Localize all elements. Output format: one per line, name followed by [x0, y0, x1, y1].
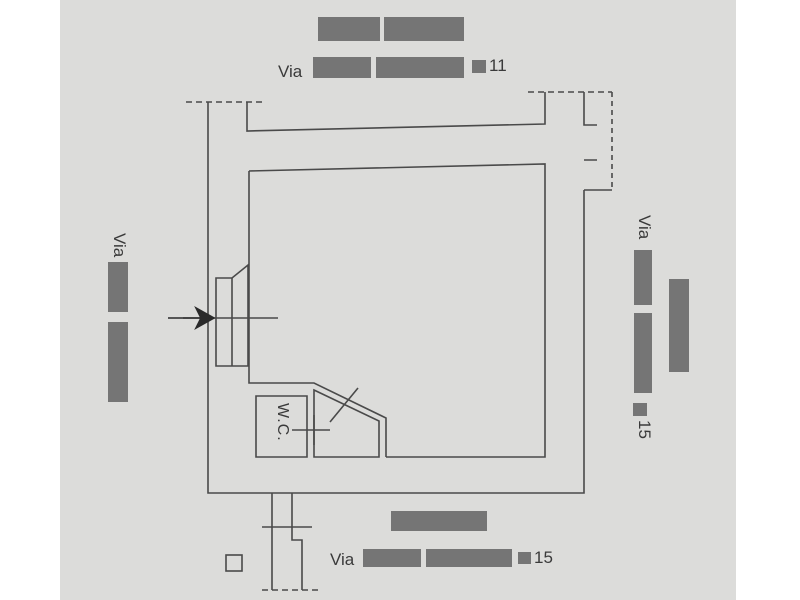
- redaction-block: [384, 17, 464, 41]
- bottom-street-via-label: Via: [330, 550, 355, 569]
- paper-sheet: [60, 0, 736, 600]
- redaction-block: [518, 552, 531, 564]
- top-street-via-label: Via: [278, 62, 303, 81]
- redaction-block: [634, 313, 652, 393]
- redaction-block: [633, 403, 647, 416]
- bottom-street-number: 15: [534, 548, 553, 567]
- right-street-number: 15: [635, 420, 654, 439]
- left-street-via-label: Via: [110, 233, 129, 258]
- redaction-block: [363, 549, 421, 567]
- redaction-block: [391, 511, 487, 531]
- redaction-block: [634, 250, 652, 305]
- bottom-corridor: [271, 493, 303, 590]
- top-street-number: 11: [489, 56, 507, 75]
- redaction-block: [108, 262, 128, 312]
- right-street-via-label: Via: [635, 215, 654, 240]
- redaction-block: [426, 549, 512, 567]
- wc-label: W.C.: [274, 403, 291, 442]
- right-notch: [583, 92, 612, 191]
- redaction-block: [376, 57, 464, 78]
- wc-door-axis: [292, 415, 330, 445]
- redaction-block: [472, 60, 486, 73]
- outer-wall: [207, 102, 585, 494]
- redaction-block: [313, 57, 371, 78]
- top-corridor-wall: [246, 92, 546, 132]
- redaction-block: [318, 17, 380, 41]
- main-room-wall: [248, 163, 546, 458]
- redaction-block: [669, 279, 689, 372]
- main-room-left-wall: [248, 171, 387, 457]
- anteroom-wall: [313, 388, 380, 458]
- wc-room: [255, 395, 308, 458]
- entrance-arrow: [168, 306, 216, 330]
- small-square: [225, 554, 243, 572]
- anteroom-door-swing: [329, 387, 359, 423]
- redaction-block: [108, 322, 128, 402]
